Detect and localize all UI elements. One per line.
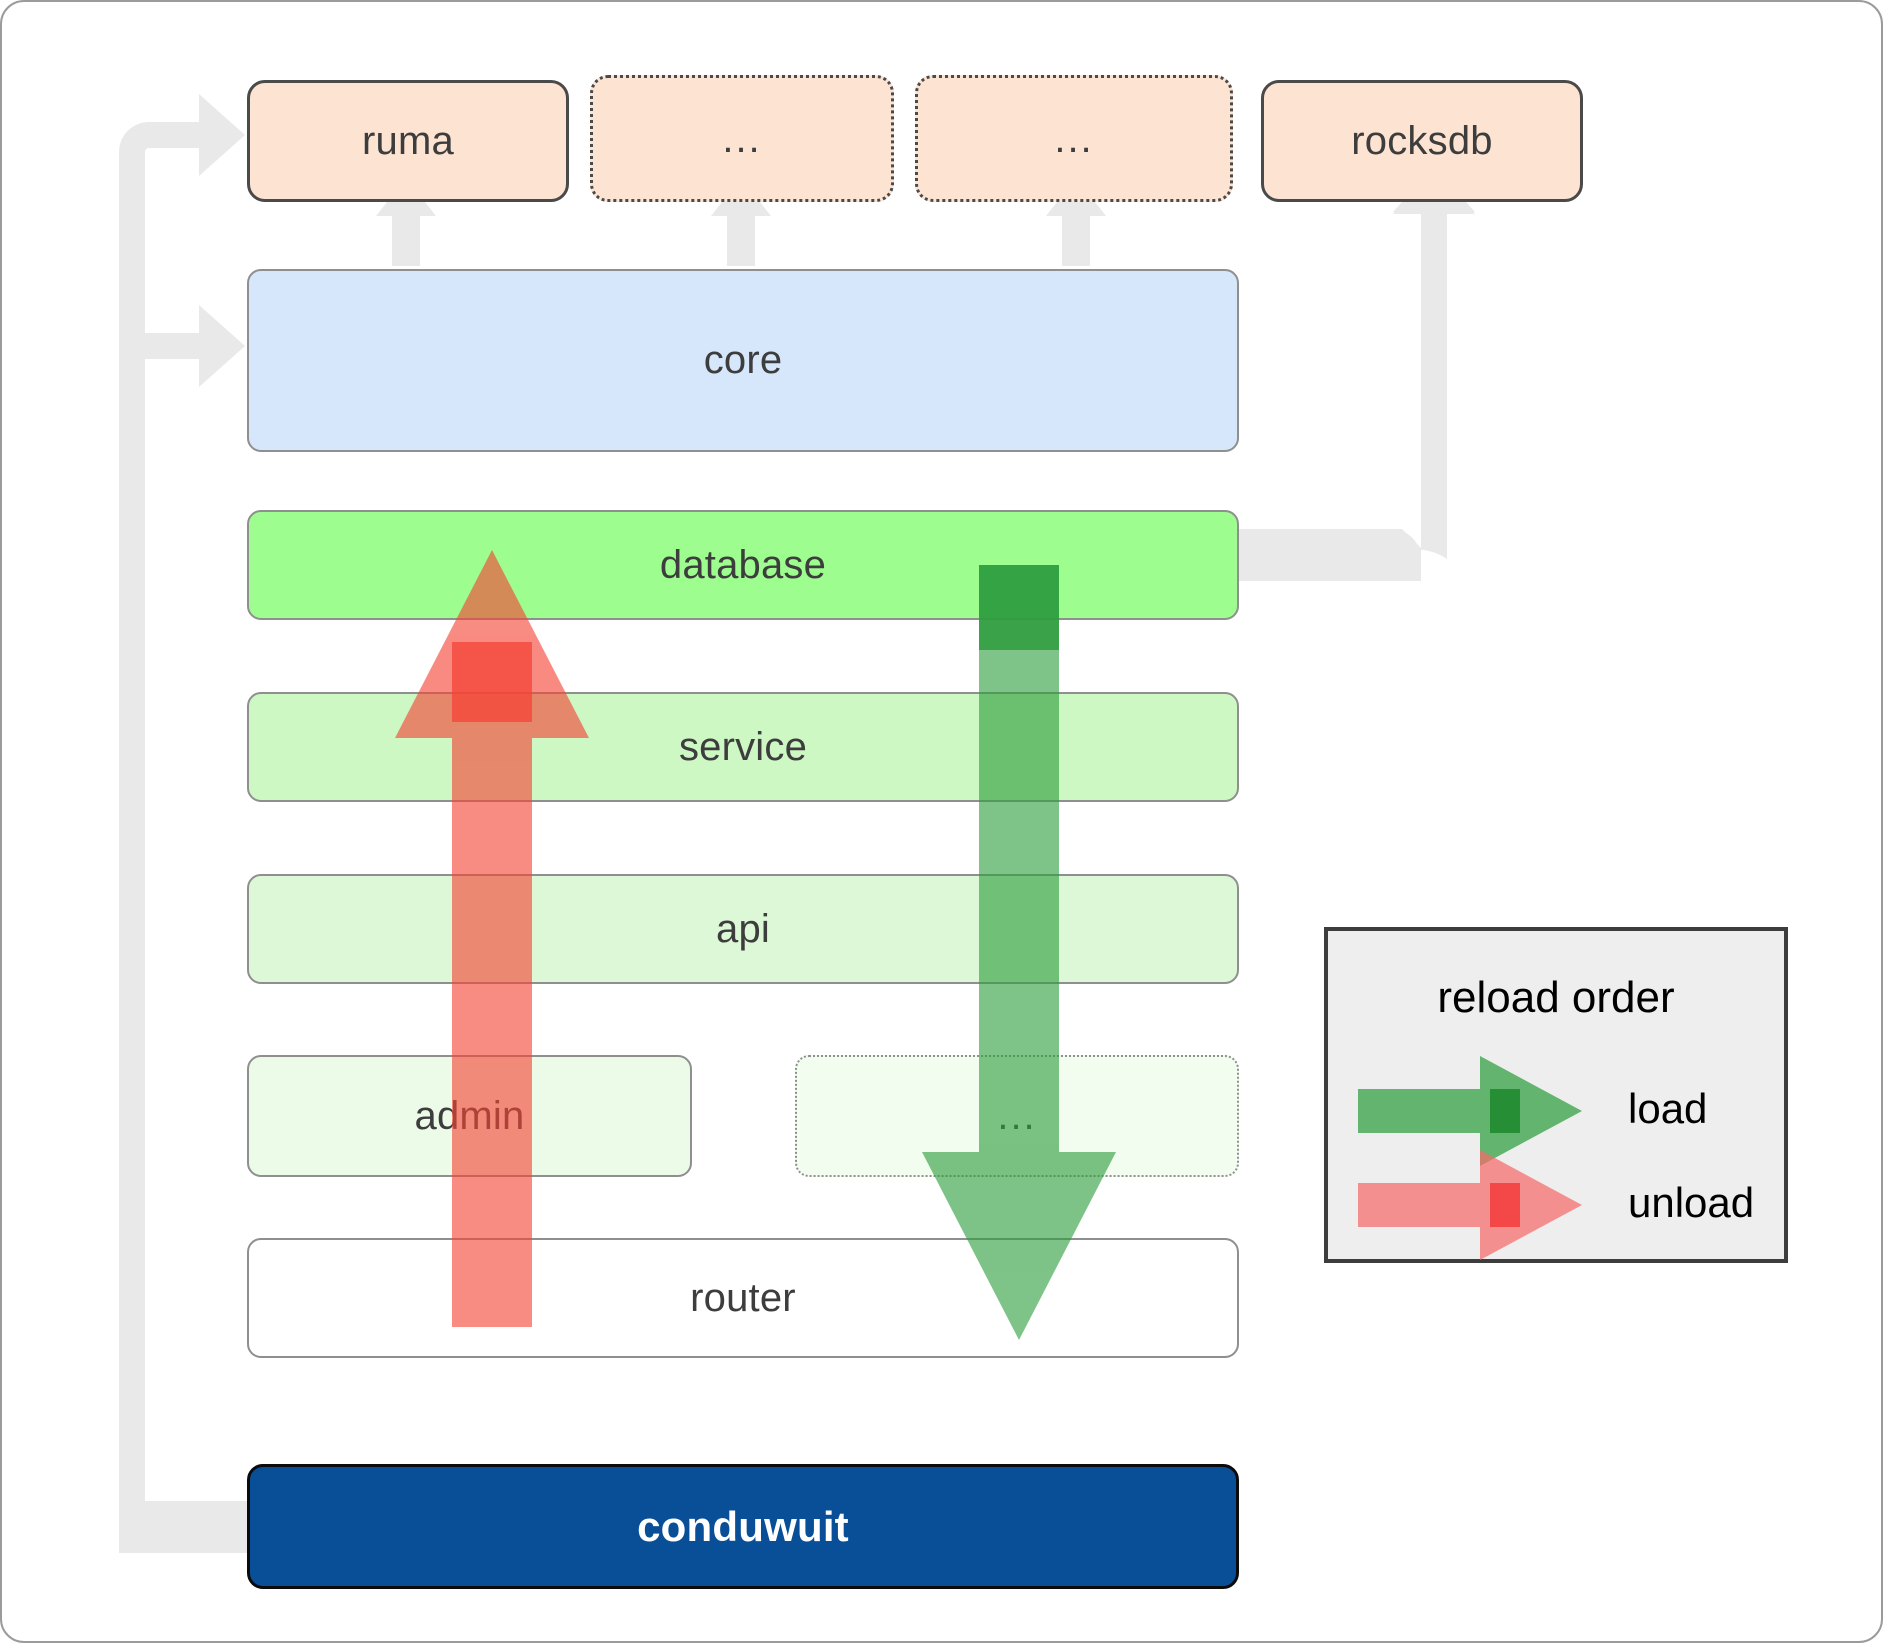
node-database[interactable]: database [247, 510, 1239, 620]
legend-title: reload order [1437, 973, 1675, 1022]
legend-panel: reload order load unload [1324, 927, 1788, 1263]
load-arrow-icon [1358, 1056, 1582, 1166]
node-layer-ellipsis-label: ... [997, 1094, 1037, 1138]
node-admin-label: admin [414, 1093, 525, 1138]
legend-row-load: load [1328, 1056, 1784, 1166]
connector-database-to-rocksdb [1224, 166, 1475, 559]
connector-conduwuit-foot [119, 1501, 252, 1553]
legend-label-unload: unload [1628, 1179, 1755, 1226]
legend-label-load: load [1628, 1085, 1708, 1132]
node-router-label: router [690, 1275, 796, 1320]
connector-riser-rocksdb [1393, 162, 1475, 548]
unload-arrow-icon [1358, 1150, 1582, 1260]
node-service-label: service [678, 724, 808, 769]
node-database-label: database [659, 542, 827, 587]
node-dep-ellipsis-2[interactable]: ... [915, 75, 1233, 202]
node-ruma-label: ruma [362, 118, 454, 163]
node-dep-ellipsis-1-label: ... [722, 116, 762, 161]
node-rocksdb-label: rocksdb [1351, 118, 1493, 163]
node-api-label: api [716, 906, 770, 951]
connector-database-elbow-fill [1224, 529, 1421, 581]
node-core-label: core [703, 338, 783, 382]
node-service[interactable]: service [247, 692, 1239, 802]
node-conduwuit[interactable]: conduwuit [247, 1464, 1239, 1589]
node-rocksdb[interactable]: rocksdb [1261, 80, 1583, 202]
connector-branch-to-core [145, 305, 245, 387]
node-admin[interactable]: admin [247, 1055, 692, 1177]
node-layer-ellipsis[interactable]: ... [795, 1055, 1239, 1177]
node-conduwuit-label: conduwuit [637, 1502, 849, 1550]
legend-row-unload: unload [1328, 1150, 1784, 1260]
node-api[interactable]: api [247, 874, 1239, 984]
connector-conduwuit-to-ruma [119, 94, 245, 1527]
node-core[interactable]: core [247, 269, 1239, 452]
node-router[interactable]: router [247, 1238, 1239, 1358]
node-dep-ellipsis-1[interactable]: ... [590, 75, 894, 202]
node-ruma[interactable]: ruma [247, 80, 569, 202]
node-dep-ellipsis-2-label: ... [1054, 116, 1094, 161]
